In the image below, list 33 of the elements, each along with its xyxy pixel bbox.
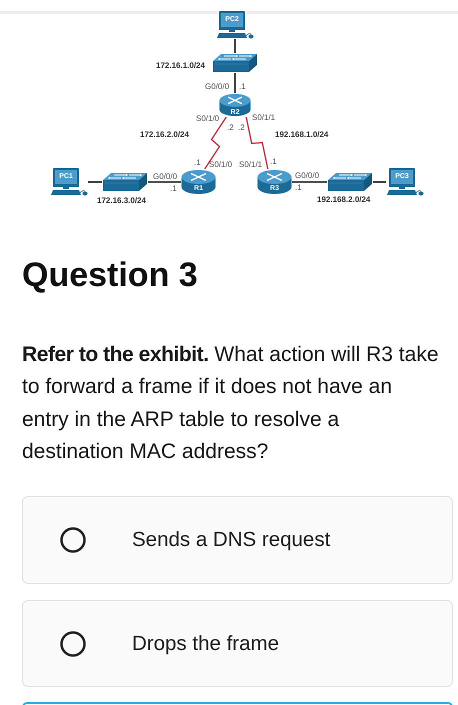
host-address-label: .1 [239,82,246,91]
interface-label: S0/1/0 [209,160,232,169]
serial-link [204,116,227,170]
interface-label: G0/0/0 [153,172,178,181]
interface-label: S0/1/0 [196,114,220,123]
host-address-label: .1 [270,157,277,166]
interface-label: S0/1/1 [252,113,276,122]
answer-option [22,600,453,687]
host-address-label: .2 [238,123,245,132]
option-text: Drops the frame [132,632,279,656]
question-text: Refer to the exhibit. What action will R3 take to forward a frame if it does not have an entry in the ARP table to resolve a destination MAC address? [22,342,440,465]
host-address-label: .2 [227,123,234,132]
interface-label: G0/0/0 [205,82,230,91]
host-address-label: .1 [295,183,302,192]
ethernet-cable [234,39,236,53]
ethernet-cable [88,181,102,183]
ethernet-cable [373,181,386,183]
host-address-label: .1 [170,184,177,193]
subnet-label: 192.168.1.0/24 [275,130,328,139]
serial-link [246,116,268,170]
option-text: Sends a DNS request [132,528,330,552]
answer-option [22,496,453,584]
interface-label: S0/1/1 [239,160,262,169]
subnet-label: 172.16.2.0/24 [140,130,189,139]
interface-label: G0/0/0 [295,171,320,180]
subnet-label: 172.16.1.0/24 [156,61,205,70]
host-address-label: .1 [194,158,201,167]
subnet-label: 172.16.3.0/24 [97,196,146,205]
ethernet-cable [292,181,327,183]
ethernet-cable [234,73,236,93]
subnet-label: 192.168.2.0/24 [317,195,370,204]
ethernet-cable [148,181,181,183]
question-title: Question 3 [22,258,198,292]
